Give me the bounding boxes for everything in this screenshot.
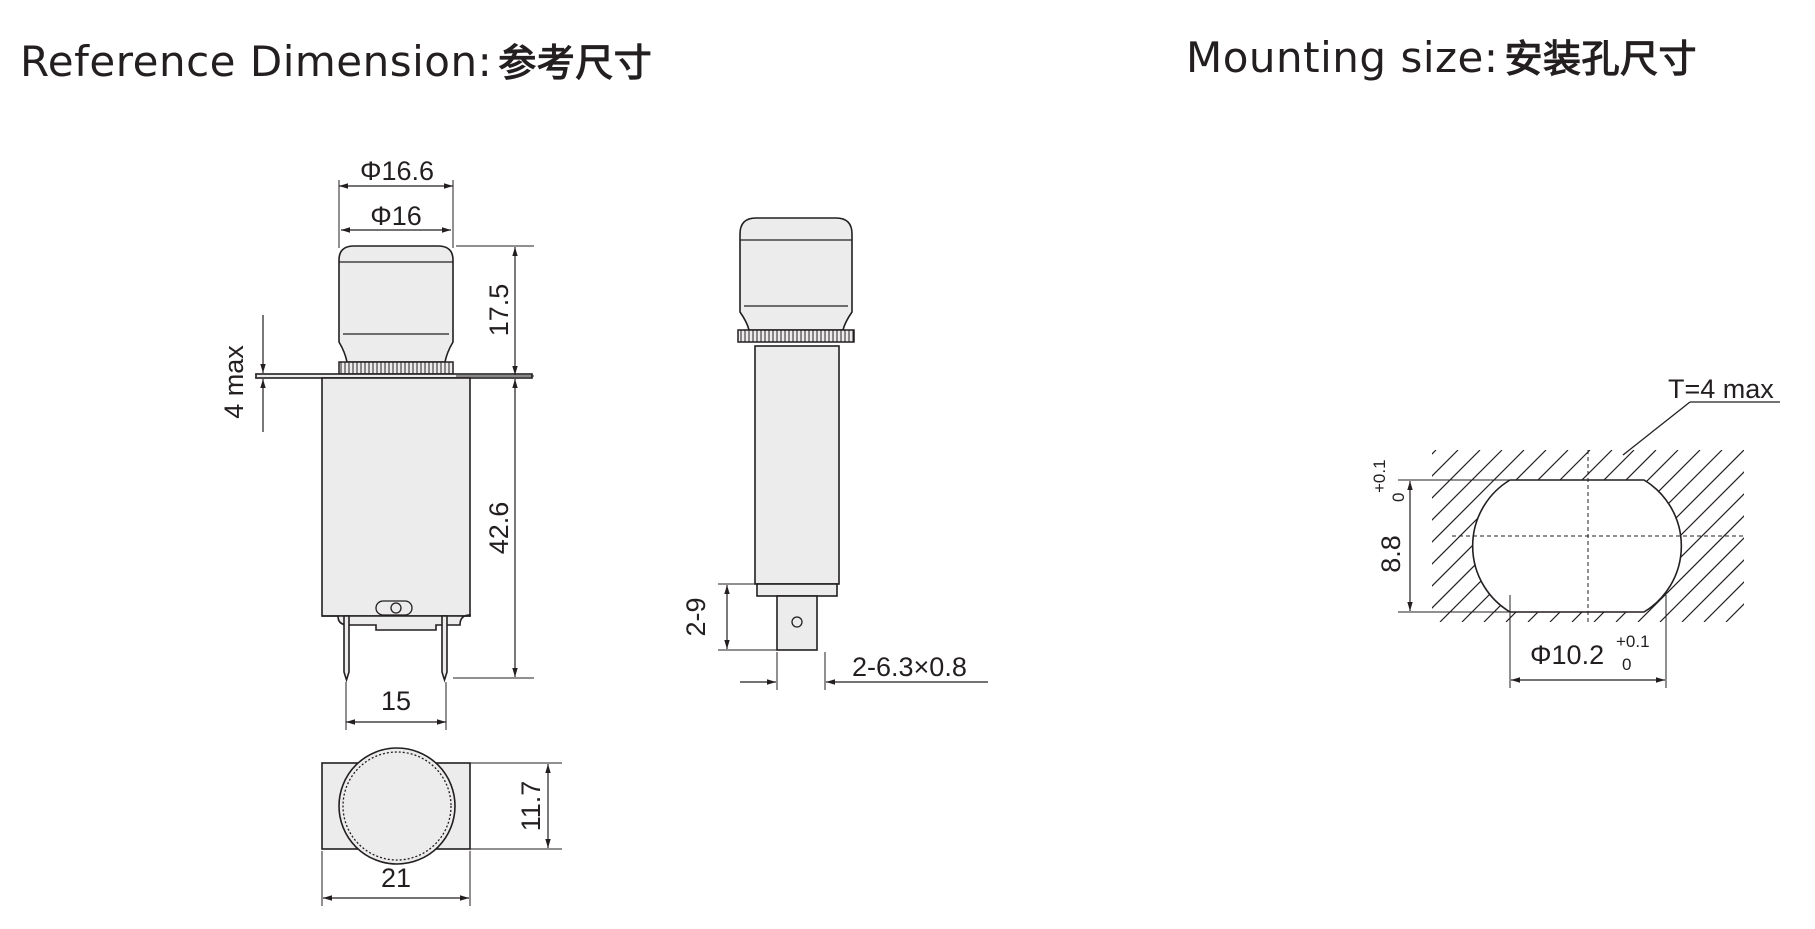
- reference-heading-text: Reference Dimension:: [20, 37, 493, 86]
- side-button-cap: [739, 217, 853, 331]
- side-terminal-hole: [791, 616, 803, 628]
- side-terminal: [776, 595, 818, 651]
- mounting-heading-zh: 安装孔尺寸: [1504, 37, 1698, 81]
- reference-dimension-heading: Reference Dimension:参考尺寸: [20, 32, 652, 87]
- hole-white-fill: [1472, 480, 1682, 612]
- dim-tol-lower-hole-diameter: 0: [1622, 655, 1631, 674]
- front-button-cap: [338, 245, 454, 363]
- side-view: 2-9 2-6.3×0.8: [681, 217, 988, 690]
- dim-label-terminal-size: 2-6.3×0.8: [852, 652, 967, 682]
- dim-bottom-width: 21: [321, 851, 471, 906]
- side-body: [754, 345, 840, 585]
- plate-thickness-callout: T=4 max: [1622, 374, 1780, 456]
- dim-cap-outer-diameter: Φ16.6: [338, 156, 454, 248]
- mounting-hole-view: T=4 max 8.8 +0.1 0 Φ10.2 +0.1 0: [1370, 374, 1780, 688]
- dim-body-height: 42.6: [453, 379, 534, 679]
- dim-tol-upper-hole-diameter: +0.1: [1616, 632, 1650, 651]
- reference-heading-zh: 参考尺寸: [498, 41, 653, 85]
- side-knurled-nut: [737, 329, 855, 343]
- dim-label-bottom-width: 21: [381, 863, 411, 893]
- dim-terminal-length: 2-9: [681, 583, 777, 651]
- dim-tol-lower-hole-flat-width: 0: [1389, 493, 1408, 502]
- dim-cap-diameter: Φ16: [341, 201, 451, 233]
- mounting-hole-outline: [1471, 479, 1683, 613]
- dim-tol-upper-hole-flat-width: +0.1: [1370, 459, 1389, 493]
- front-reset-pin: [390, 602, 402, 614]
- dim-label-hole-diameter: Φ10.2: [1530, 640, 1604, 670]
- dim-label-hole-flat-width: 8.8: [1376, 535, 1406, 573]
- front-knurled-nut: [338, 361, 454, 375]
- mounting-heading-text: Mounting size:: [1186, 33, 1499, 82]
- front-view: Φ16.6 Φ16 17.5 4 max 42.6 15: [219, 156, 534, 730]
- dim-label-body-height: 42.6: [484, 502, 514, 555]
- bottom-view: 11.7 21: [321, 747, 562, 906]
- dim-label-cap-height: 17.5: [484, 284, 514, 337]
- front-terminal-left: [343, 615, 350, 683]
- side-body-step: [756, 583, 838, 597]
- front-body-bottom: [322, 614, 471, 631]
- dim-label-terminal-length: 2-9: [681, 597, 711, 636]
- dim-label-cap-diameter: Φ16: [370, 201, 422, 231]
- front-reset-slot: [375, 600, 413, 616]
- dim-label-bottom-depth: 11.7: [516, 781, 546, 832]
- dim-cap-height: 17.5: [456, 245, 534, 377]
- front-terminal-right: [441, 615, 448, 683]
- bottom-cap-circle: [338, 747, 456, 865]
- dim-label-terminal-spacing: 15: [381, 686, 411, 716]
- dim-label-plate-thickness: T=4 max: [1668, 374, 1774, 404]
- mounting-size-heading: Mounting size:安装孔尺寸: [1186, 28, 1697, 83]
- dim-bottom-depth: 11.7: [470, 762, 562, 850]
- dim-hole-diameter: Φ10.2 +0.1 0: [1509, 595, 1667, 688]
- dim-label-panel-thickness: 4 max: [219, 345, 249, 419]
- bottom-cap-inner-circle: [342, 751, 452, 861]
- front-body: [321, 377, 471, 617]
- dim-hole-flat-width: 8.8 +0.1 0: [1370, 459, 1510, 613]
- dim-label-cap-outer-diameter: Φ16.6: [360, 156, 434, 186]
- dim-terminal-spacing: 15: [345, 682, 447, 730]
- dim-panel-thickness: 4 max: [219, 315, 339, 432]
- dim-terminal-size: 2-6.3×0.8: [740, 652, 988, 690]
